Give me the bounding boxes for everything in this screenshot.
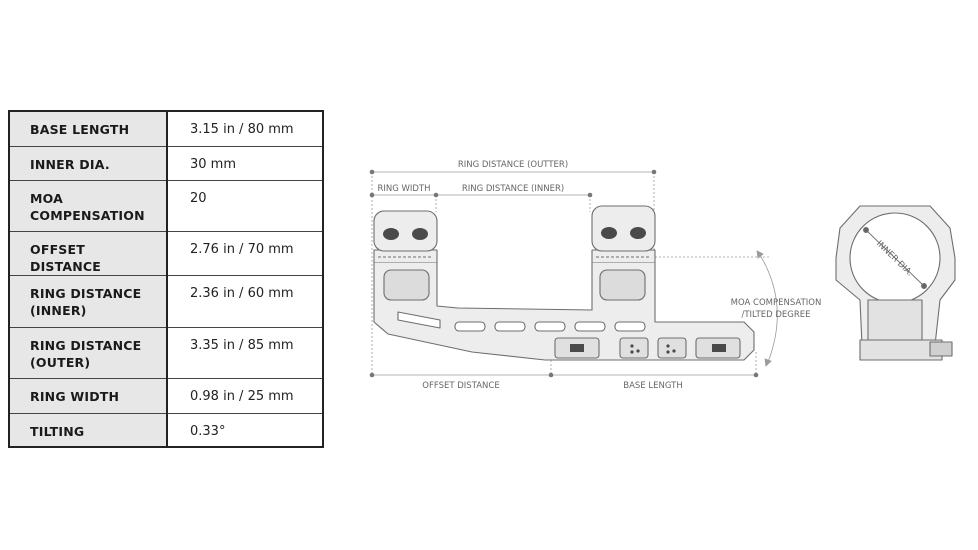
label-ring-distance-outer: RING DISTANCE (OUTTER) <box>458 160 568 170</box>
spec-key: RING WIDTH <box>8 377 168 414</box>
screw-head <box>630 227 646 239</box>
lug-nut <box>570 344 584 352</box>
spec-value: 3.35 in / 85 mm <box>166 326 324 379</box>
spec-row: RING DISTANCE (INNER) 2.36 in / 60 mm <box>8 274 324 328</box>
moa-arrow-top <box>756 250 764 259</box>
spec-key: TILTING <box>8 412 168 448</box>
screw-head <box>601 227 617 239</box>
label-ring-distance-inner: RING DISTANCE (INNER) <box>462 184 564 194</box>
spec-value-text: 0.33° <box>190 423 226 439</box>
spec-value-text: 20 <box>190 190 207 206</box>
slot <box>494 321 526 332</box>
dim-dot <box>753 372 759 378</box>
screw-plate-front <box>619 337 649 359</box>
screw-dot <box>666 350 670 354</box>
moa-arrow-bottom <box>764 358 772 367</box>
screw-head <box>383 228 399 240</box>
spec-row: INNER DIA. 30 mm <box>8 145 324 181</box>
spec-key-text: RING DISTANCE (INNER) <box>30 285 142 318</box>
spec-value: 0.98 in / 25 mm <box>166 377 324 414</box>
label-ring-width: RING WIDTH <box>377 184 430 194</box>
spec-row: TILTING 0.33° <box>8 412 324 448</box>
spec-key: MOA COMPENSATION <box>8 179 168 232</box>
dim-dot <box>369 372 375 378</box>
spec-key-text: RING WIDTH <box>30 388 120 404</box>
spec-key: INNER DIA. <box>8 145 168 181</box>
screw-dot <box>666 344 670 348</box>
screw-plate-rear <box>657 337 687 359</box>
spec-key-text: OFFSET DISTANCE <box>30 241 102 274</box>
front-ring-clamp-block <box>383 269 430 301</box>
ring-clamp-screw <box>929 341 953 357</box>
dim-dot <box>433 192 439 198</box>
spec-value-text: 2.76 in / 70 mm <box>190 241 294 257</box>
slot <box>574 321 606 332</box>
lug-nut <box>712 344 726 352</box>
dim-dot <box>587 192 593 198</box>
mount-side-view <box>373 205 755 361</box>
ring-front-cap <box>373 210 438 252</box>
mount-body <box>373 261 755 361</box>
spec-value: 0.33° <box>166 412 324 448</box>
spec-key-text: MOA COMPENSATION <box>30 190 145 223</box>
slot <box>454 321 486 332</box>
ring-rear-cap <box>591 205 656 252</box>
inner-dia-indicator <box>863 227 927 289</box>
spec-row: RING DISTANCE (OUTER) 3.35 in / 85 mm <box>8 326 324 379</box>
spec-value: 30 mm <box>166 145 324 181</box>
dim-dot <box>369 169 375 175</box>
spec-value: 3.15 in / 80 mm <box>166 110 324 147</box>
rear-ring-clamp-block <box>599 269 646 301</box>
dim-dot <box>921 283 927 289</box>
screw-head <box>412 228 428 240</box>
label-moa-compensation: MOA COMPENSATION <box>731 298 822 308</box>
spec-value-text: 3.15 in / 80 mm <box>190 122 294 137</box>
slot-angled <box>397 311 441 329</box>
spec-table-body: BASE LENGTH 3.15 in / 80 mm INNER DIA. 3… <box>8 110 324 448</box>
dimension-dots <box>369 169 759 378</box>
label-offset-distance: OFFSET DISTANCE <box>422 381 499 391</box>
dim-dot <box>651 169 657 175</box>
dim-dot <box>369 192 375 198</box>
spec-table: BASE LENGTH 3.15 in / 80 mm INNER DIA. 3… <box>8 110 324 448</box>
spec-row: OFFSET DISTANCE 2.76 in / 70 mm <box>8 230 324 276</box>
label-tilted-degree: /TILTED DEGREE <box>741 310 810 320</box>
dim-dot <box>863 227 869 233</box>
ring-front-clamp <box>373 249 438 262</box>
screw-dot <box>672 349 676 353</box>
screw-dot <box>636 349 640 353</box>
spec-value-text: 30 mm <box>190 156 237 172</box>
spec-key-text: INNER DIA. <box>30 156 110 172</box>
dim-dot <box>548 372 554 378</box>
slot <box>534 321 566 332</box>
inner-dia-line <box>865 229 925 287</box>
spec-value-text: 0.98 in / 25 mm <box>190 388 294 404</box>
ring-base-block <box>867 299 923 347</box>
spec-row: RING WIDTH 0.98 in / 25 mm <box>8 377 324 414</box>
ring-rear-clamp <box>591 249 656 262</box>
ring-front-view <box>835 205 956 361</box>
spec-key-text: BASE LENGTH <box>30 122 130 137</box>
spec-key: RING DISTANCE (OUTER) <box>8 326 168 379</box>
spec-value-text: 2.36 in / 60 mm <box>190 285 294 301</box>
spec-key-text: RING DISTANCE (OUTER) <box>30 337 142 370</box>
screw-dot <box>630 344 634 348</box>
spec-key: OFFSET DISTANCE <box>8 230 168 276</box>
spec-key-text: TILTING <box>30 423 85 439</box>
spec-value: 20 <box>166 179 324 232</box>
screw-dot <box>630 350 634 354</box>
spec-row: MOA COMPENSATION 20 <box>8 179 324 232</box>
spec-value: 2.36 in / 60 mm <box>166 274 324 328</box>
spec-value-text: 3.35 in / 85 mm <box>190 337 294 353</box>
spec-value: 2.76 in / 70 mm <box>166 230 324 276</box>
spec-key: RING DISTANCE (INNER) <box>8 274 168 328</box>
slot <box>614 321 646 332</box>
ring-screw-heads <box>383 227 726 354</box>
moa-arc <box>759 254 778 363</box>
label-base-length: BASE LENGTH <box>623 381 682 391</box>
